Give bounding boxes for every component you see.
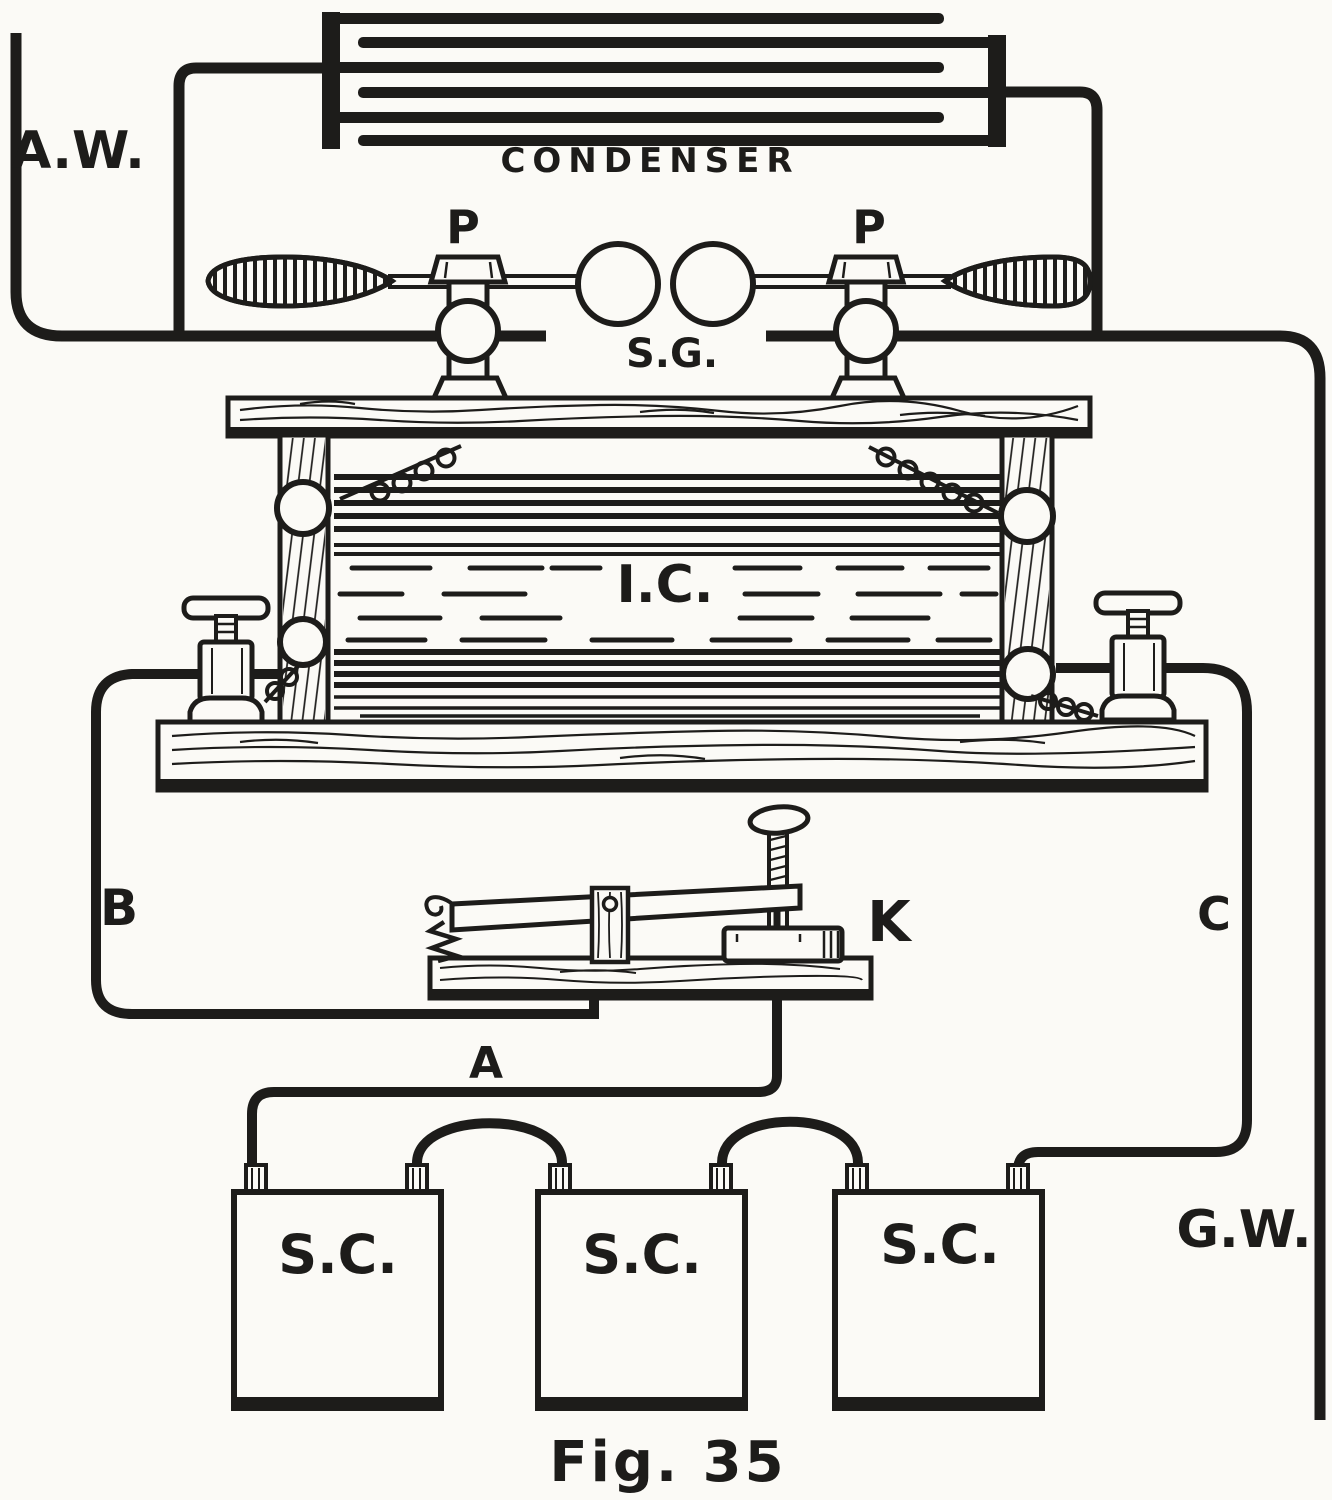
condenser-right-lead: [1002, 86, 1103, 334]
spring-top-right: [868, 445, 999, 515]
terminal-screw-left: [181, 595, 271, 725]
series-jumper-2: [717, 1116, 863, 1164]
wire-c-label: C: [1197, 887, 1231, 941]
condenser: CONDENSER: [322, 12, 1006, 181]
spark-gap-sphere-right: [670, 241, 756, 327]
induction-coil-label: I.C.: [616, 555, 713, 615]
post-label-right: P: [852, 200, 886, 254]
knob-head: [747, 804, 811, 836]
ground-wire: [766, 330, 1326, 1420]
coil-windings-top: [334, 474, 1000, 532]
spring-bottom-left: [263, 661, 303, 704]
cell1-label: S.C.: [278, 1223, 398, 1286]
coil-base-board: [155, 719, 1209, 793]
series-jumper-1: [412, 1118, 567, 1164]
spark-gap: P P S.G.: [205, 200, 1093, 401]
spark-gap-sphere-left: [575, 241, 661, 327]
aerial-wire: [10, 33, 546, 342]
condenser-left-lead: [173, 62, 334, 333]
lever-hook: [424, 895, 457, 917]
condenser-plates: [326, 13, 1006, 146]
battery: S.C. S.C. S.C.: [231, 1116, 1045, 1411]
induction-coil: I.C.: [263, 432, 1099, 726]
condenser-left-bus-bar: [322, 12, 340, 149]
terminal-screw-right: [1093, 590, 1183, 723]
spark-gap-post-left: [427, 254, 510, 401]
coil-windings-bottom: [334, 649, 1000, 688]
wood-grain: [239, 399, 1079, 425]
wire-c: [1013, 663, 1252, 1176]
binding-post-lower-right: [1000, 646, 1056, 702]
wire-b: [91, 669, 599, 1019]
post-label-left: P: [446, 200, 480, 254]
ball-joint-left: [435, 298, 501, 364]
wood-grain: [171, 725, 1196, 769]
binding-post-lower-left: [277, 616, 329, 668]
wood-grain: [439, 962, 863, 984]
wire-b-label: B: [100, 879, 138, 937]
spark-gap-board: [225, 395, 1093, 439]
ground-wire-label: G.W.: [1176, 1200, 1311, 1260]
ball-joint-right: [833, 298, 899, 364]
key-pivot: [589, 885, 631, 965]
battery-cell-3: S.C.: [832, 1163, 1045, 1411]
wire-a: [247, 996, 782, 1172]
key-base: [427, 955, 874, 1001]
binding-post-upper-right: [998, 487, 1056, 545]
telegraph-key: K: [424, 804, 913, 1001]
cell2-label: S.C.: [582, 1223, 702, 1286]
spark-gap-label: S.G.: [626, 331, 718, 377]
coil-lower-lines: [334, 695, 1000, 718]
coil-core-lines: [334, 543, 1000, 556]
condenser-label: CONDENSER: [500, 141, 799, 181]
key-contact-block: [721, 910, 845, 964]
wire-a-label: A: [469, 1038, 503, 1089]
battery-cell-2: S.C.: [535, 1163, 748, 1411]
binding-post-upper-left: [274, 479, 332, 537]
coil-core-dashes: [337, 565, 999, 643]
pivot-bolt: [601, 895, 619, 913]
spark-gap-handle-left: [205, 254, 397, 309]
key-label: K: [867, 890, 913, 955]
cell3-label: S.C.: [880, 1213, 1000, 1276]
battery-cell-1: S.C.: [231, 1163, 444, 1411]
spark-gap-handle-right: [940, 254, 1093, 309]
spark-gap-post-right: [825, 254, 908, 401]
aerial-wire-label: A.W.: [11, 121, 145, 181]
key-spring: [424, 920, 466, 964]
spring-top-left: [339, 444, 462, 503]
figure-caption: Fig. 35: [549, 1430, 786, 1495]
